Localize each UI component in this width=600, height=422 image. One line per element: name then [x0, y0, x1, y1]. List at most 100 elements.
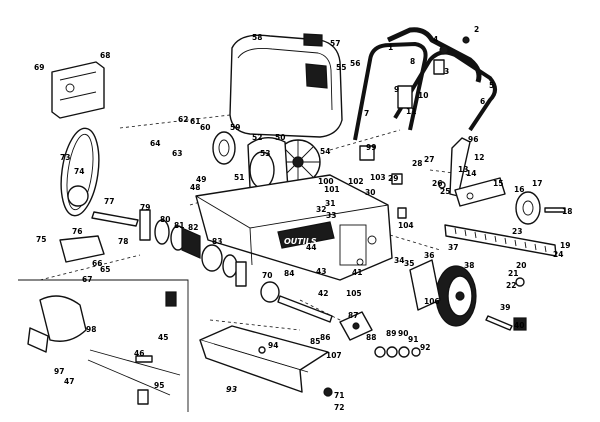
callout-53: 53: [260, 149, 270, 158]
callout-84: 84: [284, 269, 294, 278]
callout-21: 21: [508, 269, 518, 278]
callout-103: 103: [370, 173, 386, 182]
callout-33: 33: [326, 211, 336, 220]
main-shaft: [260, 281, 333, 323]
callout-62: 62: [178, 115, 188, 124]
callout-24: 24: [553, 250, 563, 259]
callout-85: 85: [310, 337, 320, 346]
callout-88: 88: [366, 333, 376, 342]
callout-59: 59: [230, 123, 240, 132]
callout-40: 40: [514, 321, 524, 330]
wheel-bracket: [409, 259, 441, 311]
callout-102: 102: [348, 177, 364, 186]
callout-86: 86: [320, 333, 330, 342]
callout-46: 46: [134, 349, 144, 358]
callout-100: 100: [318, 177, 334, 186]
callout-96: 96: [468, 135, 478, 144]
callout-91: 91: [408, 335, 418, 344]
callout-60: 60: [200, 123, 210, 132]
callout-67: 67: [82, 275, 92, 284]
callout-15: 15: [493, 179, 503, 188]
callout-5: 5: [489, 81, 494, 90]
callout-73: 73: [60, 153, 70, 162]
callout-29: 29: [388, 174, 398, 183]
callout-55: 55: [336, 63, 346, 72]
callout-93: 93: [226, 385, 238, 394]
callout-2: 2: [474, 25, 479, 34]
callout-34: 34: [394, 256, 404, 265]
callout-68: 68: [100, 51, 110, 60]
detail-inset: [18, 279, 189, 412]
drive-belt: [60, 127, 100, 217]
callout-41: 41: [352, 268, 362, 277]
main-deck-housing: OUTILS: [195, 174, 393, 281]
callout-71: 71: [334, 391, 344, 400]
callout-44: 44: [306, 243, 316, 252]
callout-95: 95: [154, 381, 164, 390]
callout-30: 30: [365, 188, 375, 197]
callout-39: 39: [500, 303, 510, 312]
callout-42: 42: [318, 289, 328, 298]
callout-47: 47: [64, 377, 74, 386]
roller-assembly: [139, 209, 247, 287]
callout-17: 17: [532, 179, 542, 188]
callout-26: 26: [432, 179, 442, 188]
callout-25: 25: [440, 187, 450, 196]
callout-labels: 1 2 3 4 5 6 7 8 9 10 11 12 13 14 15 16 1…: [34, 25, 572, 412]
callout-45: 45: [158, 333, 168, 342]
callout-12: 12: [474, 153, 484, 162]
callout-9: 9: [394, 85, 399, 94]
callout-36: 36: [424, 251, 434, 260]
callout-78: 78: [118, 237, 128, 246]
callout-63: 63: [172, 149, 182, 158]
callout-92: 92: [420, 343, 430, 352]
callout-58: 58: [252, 33, 262, 42]
callout-70: 70: [262, 271, 272, 280]
callout-94: 94: [268, 341, 278, 350]
depth-scale-bar: [444, 224, 557, 257]
callout-89: 89: [386, 329, 396, 338]
adjust-lever: [449, 137, 471, 197]
callout-69: 69: [34, 63, 44, 72]
callout-10: 10: [418, 91, 428, 100]
bracket-76: [59, 235, 105, 263]
callout-11: 11: [406, 107, 416, 116]
tine-cover-plate: [199, 325, 329, 393]
callout-56: 56: [350, 59, 360, 68]
callout-20: 20: [516, 261, 526, 270]
callout-104: 104: [398, 221, 414, 230]
callout-49: 49: [196, 175, 206, 184]
callout-57: 57: [330, 39, 340, 48]
callout-97: 97: [54, 367, 64, 376]
callout-105: 105: [346, 289, 362, 298]
callout-74: 74: [74, 167, 84, 176]
callout-66: 66: [92, 259, 102, 268]
callout-35: 35: [404, 259, 414, 268]
callout-80: 80: [160, 215, 170, 224]
axle-bolt: [485, 315, 527, 331]
callout-3: 3: [444, 67, 449, 76]
wheel-17: [515, 191, 566, 225]
callout-90: 90: [398, 329, 408, 338]
washers-89-92: [374, 346, 421, 358]
handle-frame: [353, 27, 497, 141]
callout-99: 99: [366, 143, 376, 152]
callout-77: 77: [104, 197, 114, 206]
callout-51: 51: [234, 173, 244, 182]
callout-37: 37: [448, 243, 458, 252]
callout-75: 75: [36, 235, 46, 244]
engine-hood: [229, 33, 343, 138]
callout-16: 16: [514, 185, 524, 194]
drive-plate: [339, 311, 373, 341]
callout-79: 79: [140, 203, 150, 212]
callout-64: 64: [150, 139, 160, 148]
shaft-77: [91, 211, 139, 227]
callout-107: 107: [326, 351, 342, 360]
callout-14: 14: [466, 169, 476, 178]
callout-1: 1: [388, 43, 393, 52]
callout-22: 22: [506, 281, 516, 290]
callout-106: 106: [424, 297, 440, 306]
callout-48: 48: [190, 183, 200, 192]
callout-82: 82: [188, 223, 198, 232]
